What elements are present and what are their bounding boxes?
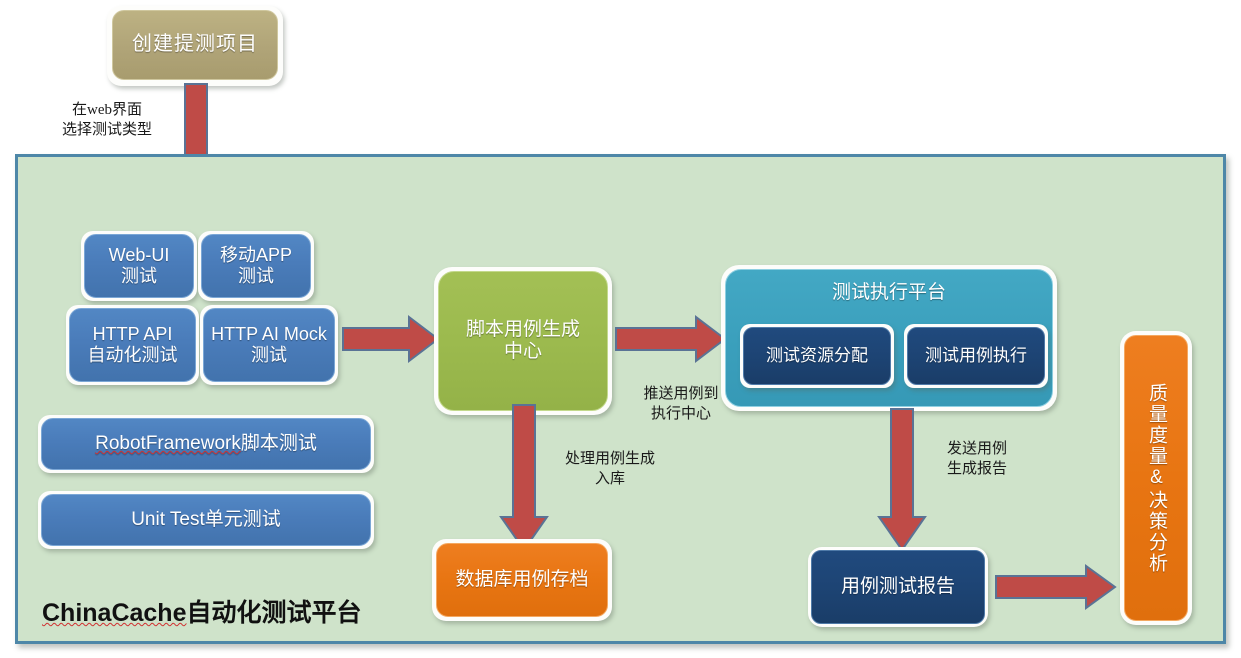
node-quality-analysis[interactable]: 质量度量&决策分析 [1124, 335, 1188, 621]
exec-platform-title: 测试执行平台 [831, 282, 946, 303]
node-http-api-test[interactable]: HTTP API 自动化测试 [69, 308, 196, 382]
robot-framework-brand: RobotFramework [95, 432, 241, 454]
label-select-test-type: 在web界面 选择测试类型 [61, 102, 152, 139]
node-db-archive[interactable]: 数据库用例存档 [436, 543, 608, 617]
node-web-ui-test[interactable]: Web-UI 测试 [84, 234, 194, 298]
node-case-exec[interactable]: 测试用例执行 [907, 327, 1045, 385]
node-script-case-center[interactable]: 脚本用例生成 中心 [438, 271, 608, 411]
platform-title-brand: ChinaCache [42, 599, 187, 627]
node-create-project[interactable]: 创建提测项目 [112, 10, 278, 80]
arrow-report-to-quality [995, 564, 1117, 610]
node-http-ai-mock-test[interactable]: HTTP AI Mock 测试 [203, 308, 335, 382]
arrow-exec-to-report [877, 408, 927, 553]
node-case-test-report[interactable]: 用例测试报告 [811, 550, 985, 624]
node-exec-platform[interactable]: 测试执行平台 测试资源分配 测试用例执行 [725, 269, 1053, 407]
node-unit-test[interactable]: Unit Test单元测试 [41, 494, 371, 546]
arrow-tests-to-script-center [342, 314, 440, 364]
node-mobile-app-test[interactable]: 移动APP 测试 [201, 234, 311, 298]
robot-framework-rest: 脚本测试 [240, 432, 317, 454]
label-push-case-to-exec: 推送用例到 执行中心 [643, 386, 719, 423]
label-process-case-store: 处理用例生成 入库 [564, 451, 655, 488]
page-title: ChinaCache自动化测试平台 [42, 593, 362, 629]
platform-container: Web-UI 测试 移动APP 测试 HTTP API 自动化测试 HTTP A… [15, 154, 1226, 644]
platform-title-rest: 自动化测试平台 [186, 599, 362, 627]
node-resource-alloc[interactable]: 测试资源分配 [743, 327, 891, 385]
arrow-script-to-exec [615, 314, 727, 364]
label-send-case-report: 发送用例 生成报告 [946, 441, 1007, 478]
arrow-script-to-db [499, 404, 549, 553]
